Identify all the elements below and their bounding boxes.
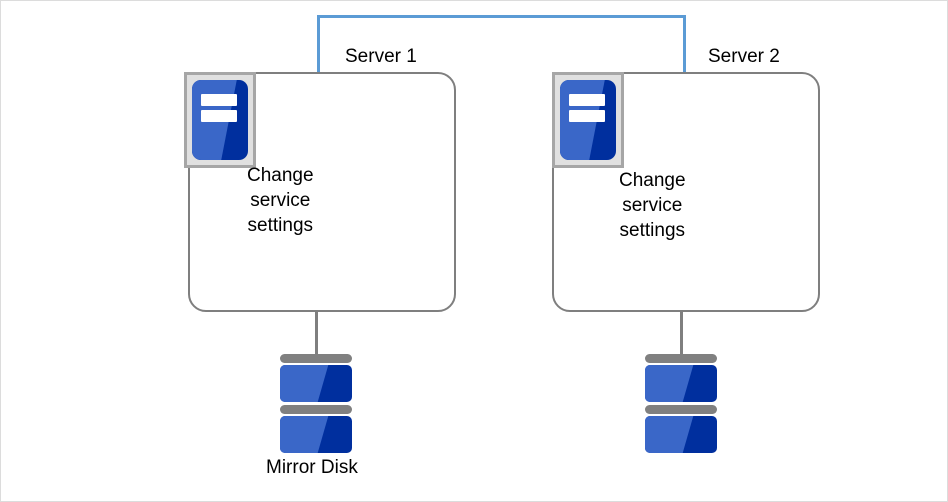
server-icon-bar-top [568, 93, 605, 106]
server-icon-bar-bottom [200, 110, 237, 123]
server-2-machine-icon [552, 72, 624, 168]
server-interconnect-bracket-top [317, 15, 686, 18]
server-1-body-line-2: service [250, 190, 311, 211]
disk-cap-middle [280, 405, 352, 414]
server-1-body-text: Change service settings [247, 163, 314, 238]
server-2-label: Server 2 [708, 46, 780, 67]
server-1-mirror-disk-icon [280, 354, 352, 453]
server-icon-body [192, 80, 248, 160]
server-1-machine-icon [184, 72, 256, 168]
disk-platter-2 [280, 416, 352, 453]
server-2-body-line-1: Change [619, 170, 686, 191]
server-interconnect-bracket-left [317, 15, 320, 73]
disk-cap-top [280, 354, 352, 363]
server-1-label: Server 1 [345, 46, 417, 67]
server-2-body-line-2: service [622, 195, 683, 216]
mirror-disk-label: Mirror Disk [266, 457, 358, 478]
server-2-body-text: Change service settings [619, 168, 686, 243]
disk-platter-1 [645, 365, 717, 402]
disk-cap-middle [645, 405, 717, 414]
server-icon-bar-top [200, 93, 237, 106]
disk-cap-top [645, 354, 717, 363]
server-1-body-line-3: settings [247, 215, 314, 236]
disk-platter-2 [645, 416, 717, 453]
server-1-body-line-1: Change [247, 165, 314, 186]
server-2-disk-connector [680, 312, 683, 358]
server-2-mirror-disk-icon [645, 354, 717, 453]
server-interconnect-bracket-right [683, 15, 686, 73]
server-icon-body [560, 80, 616, 160]
disk-platter-1 [280, 365, 352, 402]
server-1-disk-connector [315, 312, 318, 358]
server-icon-bar-bottom [568, 110, 605, 123]
server-2-body-line-3: settings [619, 220, 686, 241]
